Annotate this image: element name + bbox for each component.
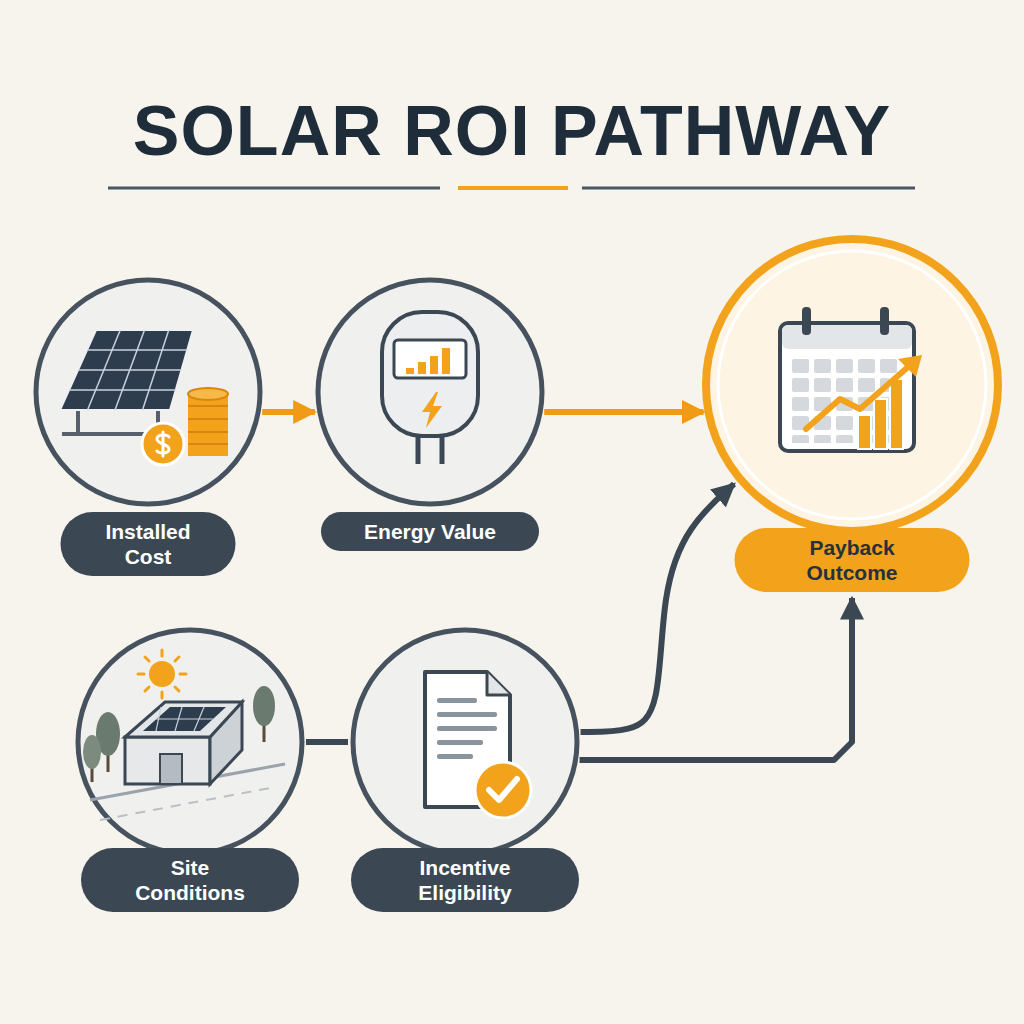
site-icon [83, 735, 101, 769]
energy-meter-icon [418, 362, 426, 374]
document-check-icon [437, 740, 483, 745]
title-rule [108, 188, 915, 189]
site-icon [83, 650, 285, 820]
node-label: Payback Outcome [786, 535, 918, 585]
site-icon [125, 737, 210, 784]
site-icon [161, 692, 164, 698]
solar-panel-icon [188, 431, 228, 433]
site-icon [194, 707, 204, 731]
flow-connector [544, 409, 703, 415]
solar-panel-icon [60, 330, 228, 465]
label-pill: Installed Cost [61, 512, 236, 576]
solar-panel-icon [188, 394, 228, 456]
solar-panel-icon [188, 388, 228, 400]
title-rule [458, 186, 568, 190]
node-label: Incentive Eligibility [399, 855, 531, 905]
solar-panel-icon [188, 405, 228, 407]
site-icon [156, 707, 213, 731]
site-icon [156, 707, 161, 731]
node-circles [36, 239, 998, 854]
solar-panel-icon [69, 330, 187, 410]
energy-meter-icon [442, 348, 450, 374]
energy-meter-icon [394, 340, 466, 378]
solar-panel-icon [88, 330, 121, 410]
solar-panel-icon [115, 330, 145, 410]
node-label: Site Conditions [124, 855, 256, 905]
document-check-icon [437, 698, 477, 703]
node-circles [718, 251, 986, 519]
node-circles [706, 239, 998, 531]
calendar-chart-icon [780, 307, 922, 451]
step-node: Installed Cost [36, 280, 260, 504]
solar-panel-icon [157, 432, 169, 456]
calendar-chart-icon [782, 325, 912, 349]
site-icon [149, 661, 175, 687]
solar-panel-icon [188, 418, 228, 420]
diagram-title: SOLAR ROI PATHWAY [0, 88, 1024, 174]
solar-panel-icon [142, 423, 184, 465]
solar-panel-icon [60, 330, 193, 410]
site-icon [161, 650, 164, 656]
energy-meter-icon [430, 356, 438, 374]
label-pill: Energy Value [321, 512, 539, 551]
flow-connector [306, 739, 348, 745]
label-pill: Payback Outcome [735, 528, 970, 592]
site-icon [138, 650, 186, 698]
node-label: Energy Value [364, 519, 496, 544]
site-icon [253, 686, 275, 726]
flow-connector [581, 484, 734, 732]
calendar-chart-icon [858, 415, 871, 449]
solar-panel-icon [188, 406, 228, 444]
title-rule [582, 187, 915, 190]
node-circles [78, 630, 302, 854]
energy-meter-icon [422, 392, 442, 428]
document-check-icon [437, 754, 473, 759]
site-icon [145, 687, 149, 691]
site-icon [175, 687, 179, 691]
label-pill: Incentive Eligibility [351, 848, 579, 912]
node-circles [353, 630, 577, 854]
solar-panel-icon [76, 410, 80, 434]
calendar-chart-icon [874, 399, 887, 449]
solar-panel-icon [188, 443, 228, 445]
site-icon [175, 657, 179, 661]
label-pill: Site Conditions [81, 848, 299, 912]
step-node: Payback Outcome [706, 239, 998, 531]
site-icon [175, 707, 182, 731]
energy-meter-icon [382, 312, 478, 436]
title-rule [108, 187, 440, 190]
document-check-icon [437, 726, 497, 731]
flow-connector [580, 598, 852, 760]
document-check-icon [437, 712, 497, 717]
site-icon [160, 754, 182, 784]
calendar-chart-icon [780, 323, 914, 451]
document-check-icon [425, 672, 531, 818]
solar-panel-icon [143, 330, 169, 410]
step-node: Site Conditions [78, 630, 302, 854]
calendar-chart-icon [898, 355, 922, 377]
site-icon [143, 707, 226, 731]
site-icon [156, 718, 213, 719]
document-check-icon [489, 779, 517, 800]
calendar-chart-icon [890, 379, 903, 449]
site-icon [138, 673, 144, 676]
calendar-chart-icon [880, 307, 889, 335]
document-check-icon [487, 672, 510, 695]
site-icon [180, 673, 186, 676]
energy-meter-icon [406, 368, 414, 374]
site-icon [100, 788, 270, 820]
node-circles [318, 280, 542, 504]
site-icon [145, 657, 149, 661]
step-node: Energy Value [318, 280, 542, 504]
flow-connector [262, 409, 315, 415]
document-check-icon [475, 762, 531, 818]
node-label: Installed Cost [91, 519, 206, 569]
calendar-chart-icon [802, 307, 811, 335]
site-icon [125, 702, 242, 737]
energy-meter-icon [382, 312, 478, 464]
step-node: Incentive Eligibility [353, 630, 577, 854]
calendar-chart-icon [806, 367, 908, 429]
node-circles [36, 280, 260, 504]
